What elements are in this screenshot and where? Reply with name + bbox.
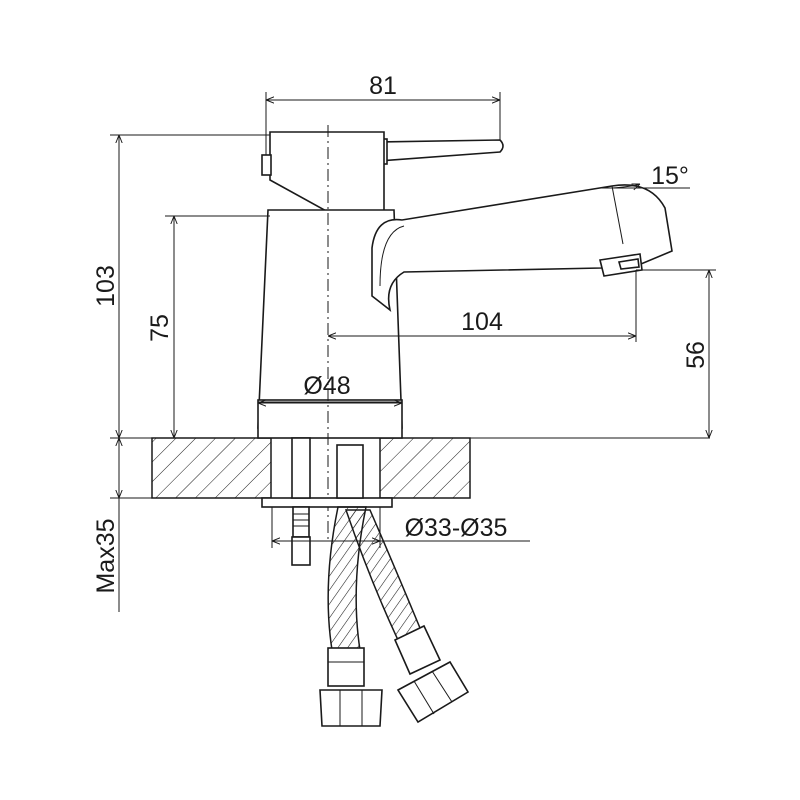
dim-max-thickness: Max35 [92,518,120,593]
dimension-lines [110,92,716,612]
base-ring [257,399,403,439]
dim-total-height: 103 [92,265,120,307]
dim-spout-angle: 15° [651,162,689,190]
dim-spout-height: 56 [682,341,710,369]
mounting-plate [261,497,393,508]
dim-top-width: 81 [369,72,397,100]
dim-base-diameter: Ø48 [303,372,350,400]
hex-nut-left [319,689,383,727]
lever-handle [377,139,504,162]
mounting-stud [291,437,311,499]
hose-fitting [336,444,364,499]
handle-cap [269,131,385,213]
spout [371,184,673,313]
dim-hole-diameter: Ø33-Ø35 [405,514,508,542]
dim-body-height: 75 [146,314,174,342]
countertop-section [151,437,471,499]
dim-spout-reach: 104 [461,308,503,336]
dimension-labels: 81 103 75 104 56 Ø48 Ø33-Ø35 Max35 15° [92,72,710,594]
mounting-hardware [261,437,393,566]
